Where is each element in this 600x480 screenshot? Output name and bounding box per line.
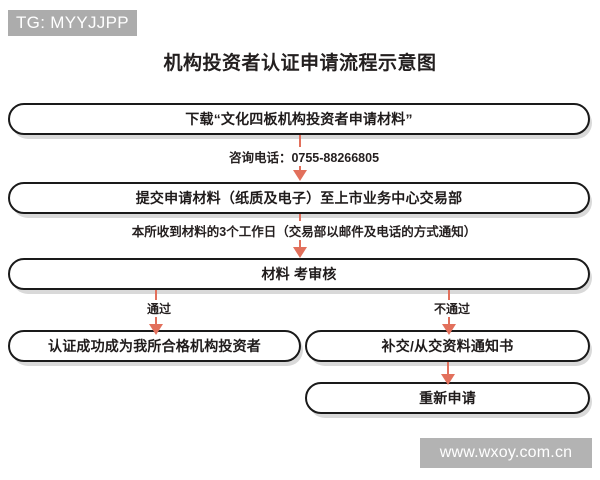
arrow-rejected-to-reapply-icon (441, 374, 455, 385)
connector-review-to-approved-lower (155, 317, 157, 326)
node-download[interactable]: 下载“文化四板机构投资者申请材料” (8, 103, 590, 135)
branch-label-fail: 不通过 (414, 300, 490, 317)
connector-submit-to-review-lower (299, 240, 301, 249)
node-approved[interactable]: 认证成功成为我所合格机构投资者 (8, 330, 301, 362)
connector-download-to-submit-lower (299, 164, 301, 172)
node-review[interactable]: 材料 考审核 (8, 258, 590, 290)
connector-rejected-to-reapply (447, 362, 449, 376)
branch-label-pass: 通过 (126, 300, 192, 317)
annotation-processing-note: 本所收到材料的3个工作日（交易部以邮件及电话的方式通知） (110, 221, 498, 240)
connector-submit-to-review-upper (299, 214, 301, 224)
tg-watermark: TG: MYYJJPP (8, 10, 137, 36)
connector-review-to-rejected-lower (448, 317, 450, 326)
page-title: 机构投资者认证申请流程示意图 (163, 53, 437, 74)
node-submit[interactable]: 提交申请材料（纸质及电子）至上市业务中心交易部 (8, 182, 590, 214)
annotation-phone-note: 咨询电话：0755-88266805 (200, 147, 408, 166)
node-reapply[interactable]: 重新申请 (305, 382, 590, 414)
arrow-submit-to-review-icon (293, 247, 307, 258)
arrow-download-to-submit-icon (293, 170, 307, 181)
connector-download-to-submit-upper (299, 135, 301, 149)
connector-review-to-approved-upper (155, 290, 157, 302)
site-watermark: www.wxoy.com.cn (420, 438, 592, 468)
arrow-review-to-approved-icon (149, 324, 163, 335)
arrow-review-to-rejected-icon (442, 324, 456, 335)
connector-review-to-rejected-upper (448, 290, 450, 302)
